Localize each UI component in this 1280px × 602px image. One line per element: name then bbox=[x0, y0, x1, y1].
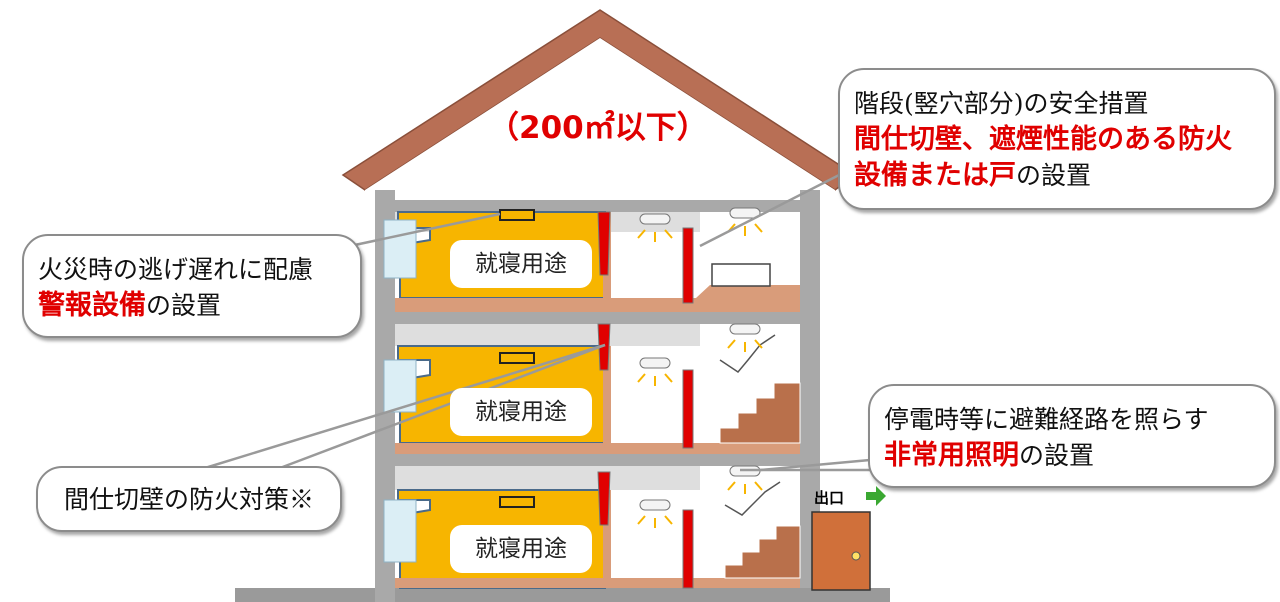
exit-arrow-icon bbox=[866, 486, 886, 506]
emergency-light-icon-stairs-2 bbox=[727, 323, 763, 352]
floor1-ceiling-shade bbox=[395, 466, 700, 490]
right-wall bbox=[800, 190, 820, 588]
partition-floor1 bbox=[603, 490, 611, 578]
emergency-light-icon-corridor-1 bbox=[637, 499, 673, 528]
floor2-stair-rail bbox=[719, 334, 776, 373]
floor2-window bbox=[383, 359, 417, 413]
callout-stairs-line2: 間仕切壁、遮煙性能のある防火 bbox=[854, 122, 1274, 158]
callout-alarm: 火災時の逃げ遅れに配慮 警報設備の設置 bbox=[22, 234, 362, 338]
exit-label: 出口 bbox=[814, 489, 845, 507]
roof-area-label: （200㎡以下） bbox=[488, 110, 708, 146]
floor2-ceiling-shade bbox=[395, 324, 700, 346]
fire-door-2 bbox=[682, 369, 694, 449]
floor3-landing bbox=[696, 285, 800, 298]
callout-lighting-highlight: 非常用照明 bbox=[884, 440, 1019, 471]
fire-partition-3a bbox=[597, 211, 611, 276]
floor3-floor bbox=[395, 298, 800, 312]
floor1-stair-rail bbox=[724, 481, 781, 516]
floor1-window bbox=[383, 499, 417, 563]
fire-door-3 bbox=[682, 227, 694, 304]
emergency-light-icon-corridor-2 bbox=[637, 357, 673, 386]
floor3-window bbox=[383, 219, 417, 279]
floor2-floor bbox=[395, 443, 800, 454]
callout-stairs-highlight2: 設備または戸 bbox=[854, 160, 1016, 191]
emergency-light-icon-stairs-1 bbox=[727, 465, 763, 494]
callout-stairs-line3: 設備または戸の設置 bbox=[854, 158, 1274, 194]
callout-lighting-line2: 非常用照明の設置 bbox=[884, 438, 1274, 474]
partition-floor2 bbox=[603, 346, 611, 443]
room-label-floor1: 就寝用途 bbox=[450, 525, 592, 573]
callout-stairs-suffix: の設置 bbox=[1016, 161, 1092, 190]
room-label-floor2: 就寝用途 bbox=[450, 388, 592, 436]
fire-partition-2a bbox=[597, 323, 611, 371]
room-label-floor3: 就寝用途 bbox=[450, 240, 592, 288]
fire-partition-1a bbox=[597, 471, 611, 526]
attic bbox=[365, 38, 835, 200]
alarm-icon-1 bbox=[499, 496, 535, 508]
floor3-shelf bbox=[711, 263, 771, 287]
emergency-light-icon-stairs-3 bbox=[727, 207, 763, 236]
exit-door bbox=[811, 511, 871, 591]
alarm-icon-3 bbox=[499, 209, 535, 221]
slab-2-1 bbox=[380, 454, 800, 466]
callout-lighting-suffix: の設置 bbox=[1019, 441, 1095, 470]
callout-alarm-line2: 警報設備の設置 bbox=[38, 288, 360, 324]
callout-alarm-suffix: の設置 bbox=[146, 291, 222, 320]
emergency-light-icon-corridor-3 bbox=[637, 213, 673, 242]
callout-stairs-safety: 階段(竪穴部分)の安全措置 間仕切壁、遮煙性能のある防火 設備または戸の設置 bbox=[838, 68, 1276, 210]
ceiling-slab bbox=[380, 200, 800, 212]
slab-3-2 bbox=[380, 312, 800, 324]
floor1-stairs bbox=[724, 525, 801, 579]
callout-stairs-line1: 階段(竪穴部分)の安全措置 bbox=[854, 89, 1149, 118]
callout-emergency-lighting: 停電時等に避難経路を照らす 非常用照明の設置 bbox=[868, 384, 1276, 488]
ground bbox=[235, 588, 890, 602]
door-knob bbox=[851, 551, 861, 561]
fire-door-1 bbox=[682, 509, 694, 589]
floor2-stairs bbox=[719, 382, 801, 444]
callout-stairs-highlight1: 間仕切壁、遮煙性能のある防火 bbox=[854, 124, 1232, 155]
alarm-icon-2 bbox=[499, 352, 535, 364]
callout-pointers bbox=[204, 170, 871, 472]
floor1-floor bbox=[395, 578, 800, 588]
callout-lighting-line1: 停電時等に避難経路を照らす bbox=[884, 405, 1209, 434]
callout-partition-text: 間仕切壁の防火対策※ bbox=[64, 485, 315, 514]
callout-alarm-line1: 火災時の逃げ遅れに配慮 bbox=[38, 255, 314, 284]
callout-alarm-highlight: 警報設備 bbox=[38, 290, 146, 321]
callout-partition-fire: 間仕切壁の防火対策※ bbox=[36, 466, 342, 532]
